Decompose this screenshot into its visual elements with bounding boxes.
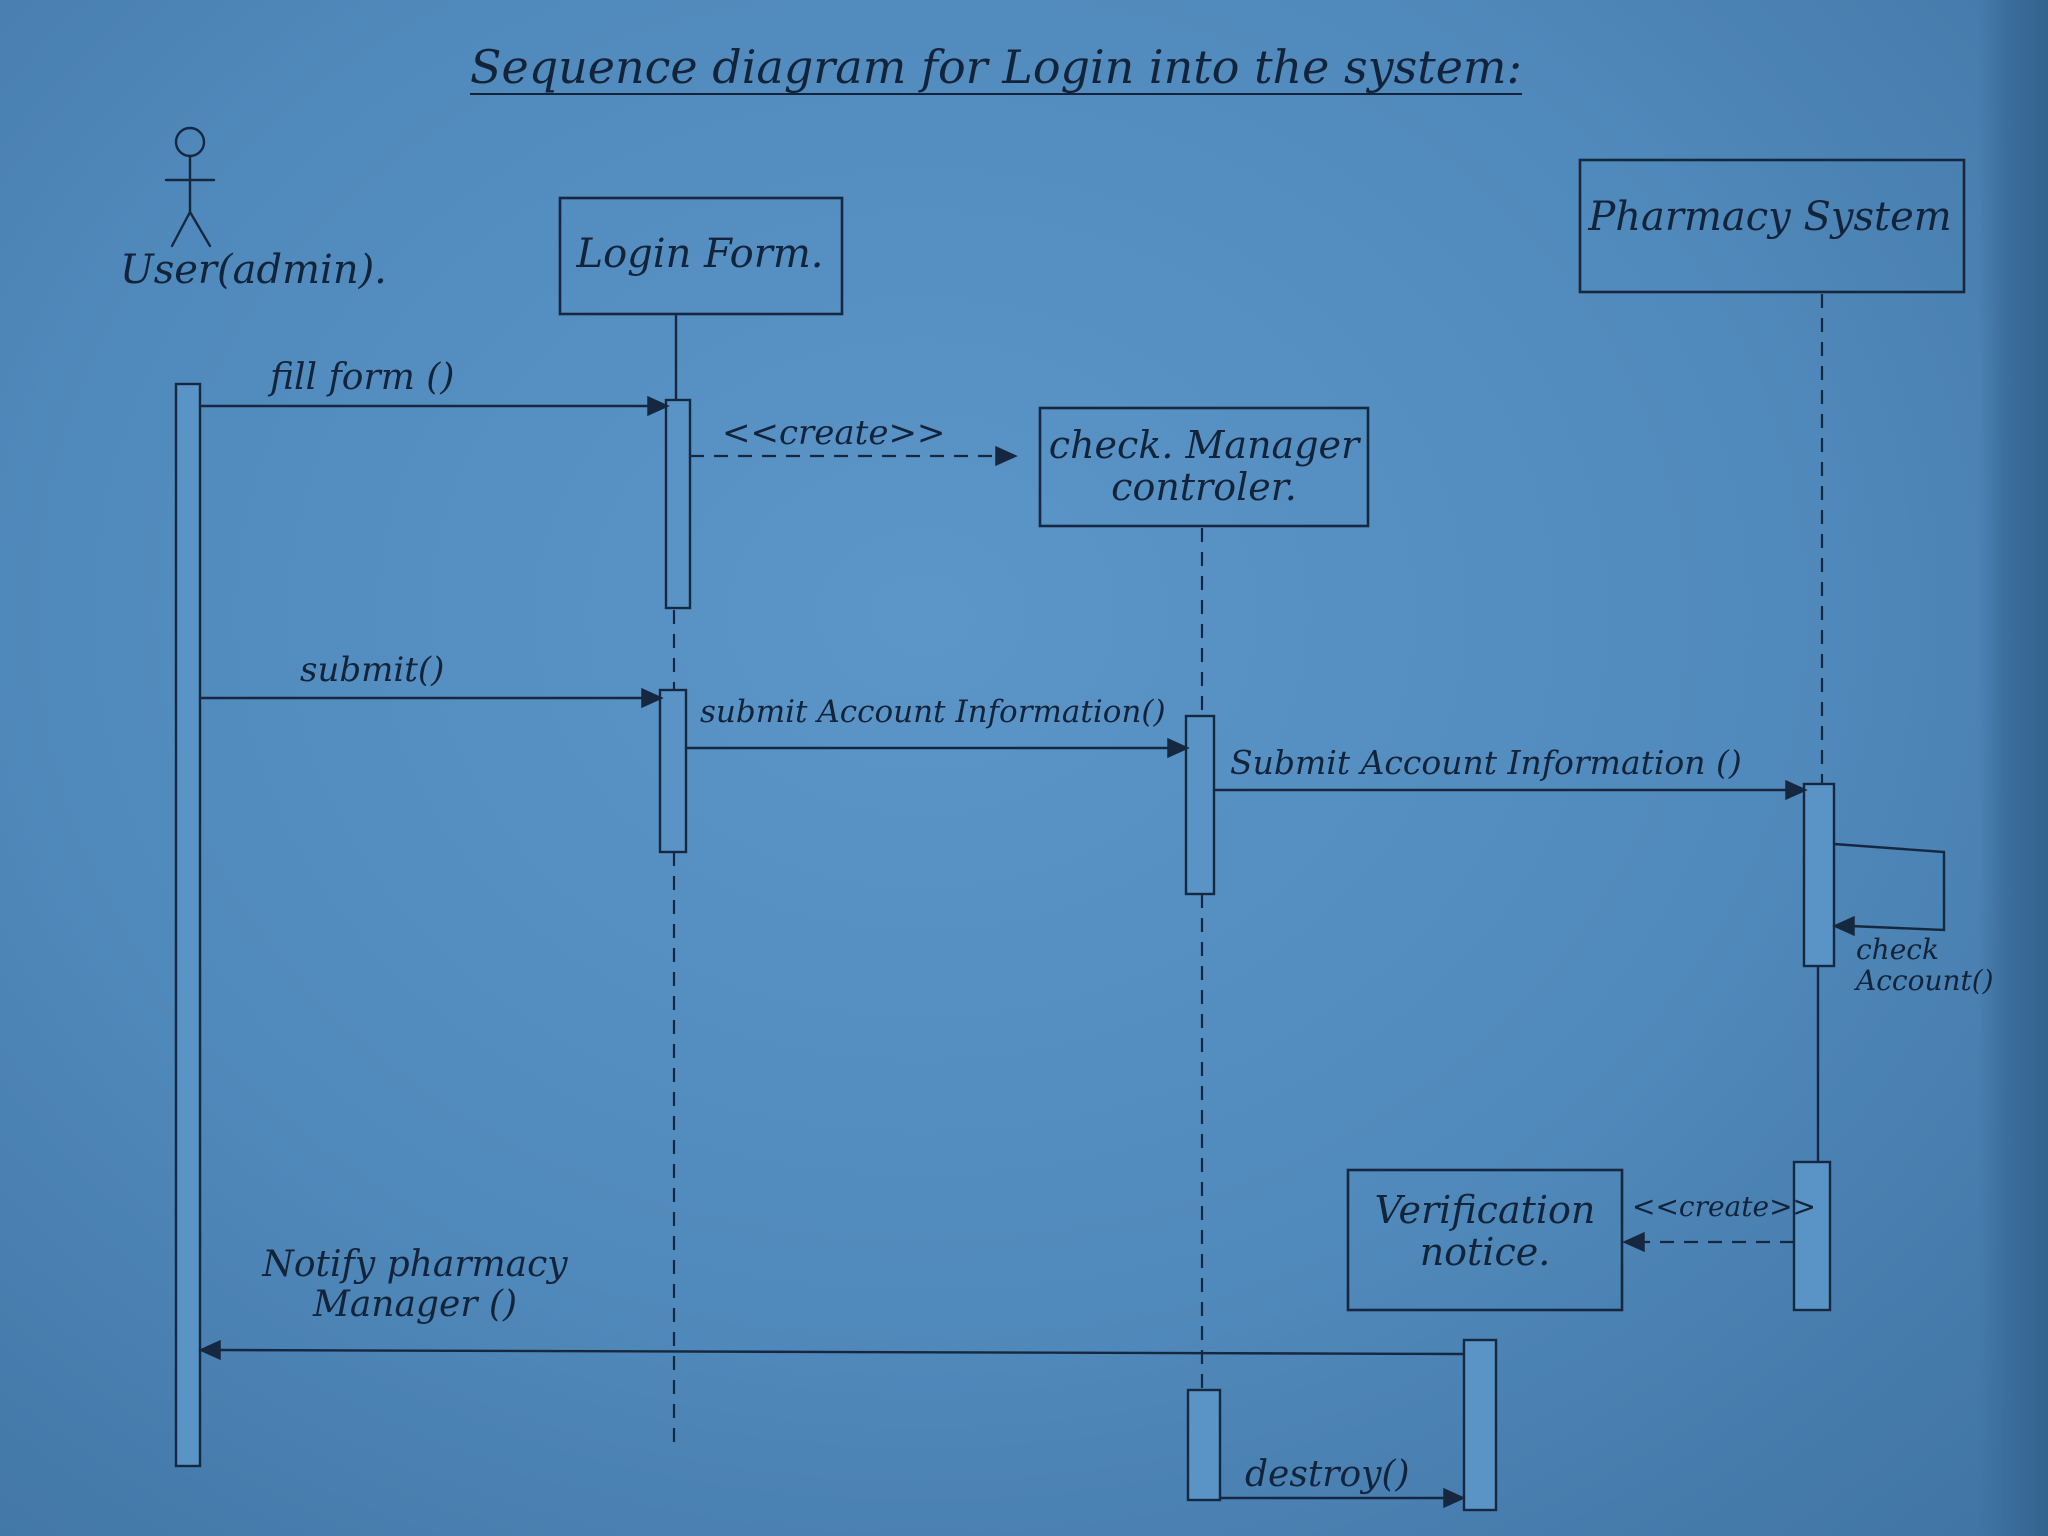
activation-pharmacy-1: [1802, 782, 1836, 968]
activation-login-form-2: [658, 688, 688, 854]
activation-check-manager-1: [1184, 714, 1216, 896]
message-check-account-label: check Account(): [1856, 933, 1994, 997]
arrowhead-destroy: [1443, 1487, 1466, 1509]
arrowhead-fill-form: [647, 395, 670, 417]
diagram-title: Sequence diagram for Login into the syst…: [470, 40, 1523, 94]
message-create-verification-label: <<create>>: [1632, 1190, 1816, 1223]
arrow-notify: [214, 1348, 1466, 1356]
activation-verification: [1462, 1338, 1498, 1512]
message-submit-account-2-label: Submit Account Information (): [1230, 743, 1742, 782]
arrow-check-account-self: [1832, 842, 1946, 932]
actor-user-figure: [164, 126, 216, 248]
message-fill-form-label: fill form (): [270, 357, 455, 398]
activation-check-manager-2: [1186, 1388, 1222, 1502]
activation-user: [174, 382, 202, 1468]
object-check-manager-label: check. Manager controler.: [1048, 423, 1360, 509]
arrowhead-submit-account-1: [1167, 737, 1190, 759]
message-destroy-label: destroy(): [1245, 1454, 1410, 1495]
object-login-form-label: Login Form.: [576, 231, 824, 277]
arrowhead-create-check-manager: [995, 445, 1018, 467]
arrowhead-create-verification: [1622, 1231, 1645, 1253]
message-submit-account-1-label: submit Account Information(): [700, 694, 1166, 730]
paper-edge-shadow: [1978, 0, 2048, 1536]
object-verification-notice-label: Verification notice.: [1374, 1188, 1596, 1274]
arrowhead-submit-account-2: [1785, 779, 1808, 801]
arrowhead-check-account: [1832, 915, 1855, 937]
object-box-login-form: [558, 196, 844, 316]
activation-pharmacy-2: [1792, 1160, 1832, 1312]
message-submit-label: submit(): [300, 650, 445, 690]
message-create-check-label: <<create>>: [722, 413, 946, 453]
object-pharmacy-system-label: Pharmacy System: [1588, 194, 1952, 240]
object-box-pharmacy-system: [1578, 158, 1966, 294]
object-box-check-manager: [1038, 406, 1370, 528]
object-box-verification-notice: [1346, 1168, 1624, 1312]
actor-user-label: User(admin).: [120, 247, 387, 293]
activation-login-form-1: [664, 398, 692, 610]
arrowhead-submit: [641, 687, 664, 709]
message-notify-label: Notify pharmacy Manager (): [262, 1244, 568, 1325]
arrowhead-notify: [198, 1339, 221, 1361]
